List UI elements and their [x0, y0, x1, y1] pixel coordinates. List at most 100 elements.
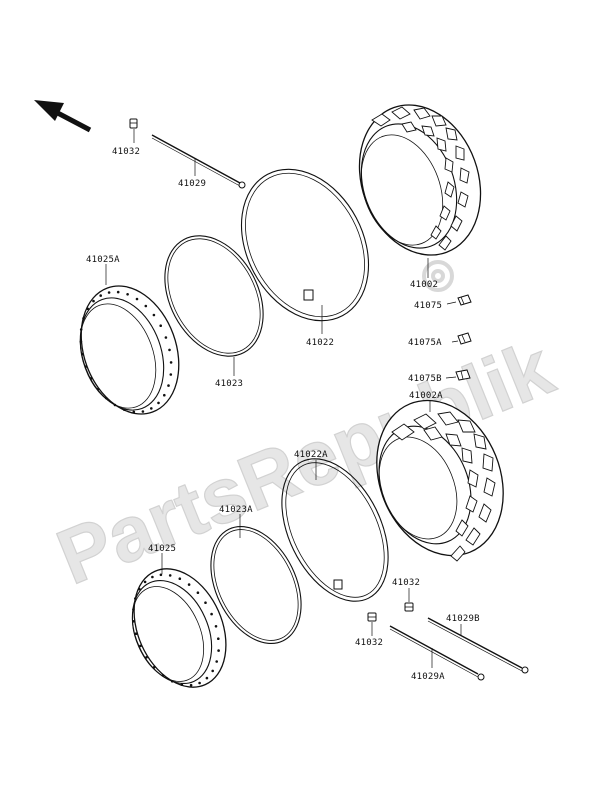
- spoke-hole: [214, 625, 218, 628]
- spoke-hole: [126, 293, 129, 296]
- spoke-hole: [141, 410, 145, 413]
- spoke-hole: [81, 352, 84, 356]
- spoke-hole: [215, 660, 218, 663]
- spoke-hole: [204, 601, 207, 604]
- spoke-hole: [82, 317, 85, 320]
- nut-41032-bottom: [367, 612, 377, 622]
- spoke-hole: [143, 580, 147, 584]
- nut-41032-mid: [404, 602, 414, 612]
- axle-41029A: [389, 625, 485, 681]
- spoke-hole: [217, 649, 220, 652]
- tire-41002: [358, 104, 482, 256]
- nut-41032-top: [129, 118, 138, 129]
- spoke-hole: [217, 637, 220, 640]
- spoke-hole: [107, 291, 111, 294]
- label-41002A: 41002A: [409, 391, 443, 401]
- rim-41025-spoke-holes: [132, 573, 220, 687]
- spoke-hole: [168, 574, 172, 577]
- spoke-hole: [178, 577, 182, 580]
- rim-41025A: [79, 285, 180, 415]
- label-41023: 41023: [215, 379, 243, 389]
- spoke-hole: [132, 608, 135, 611]
- label-41075B: 41075B: [408, 374, 442, 384]
- spoke-hole: [132, 410, 136, 414]
- spoke-hole: [169, 373, 173, 376]
- spoke-hole: [90, 377, 93, 380]
- spoke-hole: [79, 340, 83, 343]
- spoke-hole: [170, 680, 174, 683]
- spoke-hole: [139, 644, 142, 648]
- label-41075A: 41075A: [408, 338, 442, 348]
- spoke-hole: [84, 365, 88, 368]
- spoke-hole: [187, 583, 191, 586]
- spoke-hole: [205, 676, 209, 680]
- spoke-hole: [138, 587, 141, 591]
- label-41025A: 41025A: [86, 255, 120, 265]
- rim-band-41023: [164, 235, 264, 357]
- label-41032-top: 41032: [112, 147, 140, 157]
- spoke-hole: [144, 304, 148, 308]
- spoke-hole: [211, 669, 214, 673]
- label-41029A: 41029A: [411, 672, 445, 682]
- spoke-hole: [134, 597, 137, 600]
- tire-41002-tread: [371, 106, 470, 251]
- spoke-hole: [99, 294, 102, 297]
- spoke-hole: [189, 683, 193, 687]
- valve-cap-41075B: [455, 369, 471, 381]
- spoke-hole: [152, 313, 156, 317]
- spoke-hole: [132, 620, 135, 623]
- tire-41002A-tread: [391, 411, 496, 562]
- spoke-hole: [79, 328, 83, 331]
- spoke-hole: [159, 573, 163, 577]
- front-direction-arrow-icon: [34, 100, 92, 133]
- spoke-hole: [167, 384, 170, 387]
- tube-41022: [240, 168, 370, 322]
- tire-41002A: [376, 399, 504, 562]
- spoke-hole: [210, 612, 213, 616]
- spoke-hole: [164, 336, 168, 339]
- spoke-hole: [151, 575, 154, 579]
- spoke-hole: [159, 324, 162, 328]
- part-labels: 41032 41029 41025A 41023 41022 41002 410…: [86, 147, 480, 682]
- valve-cap-41075: [457, 294, 472, 306]
- spoke-hole: [198, 681, 201, 685]
- label-41029: 41029: [178, 179, 206, 189]
- spoke-hole: [145, 656, 148, 659]
- watermark-gear-icon: [422, 260, 454, 292]
- rim-band-41023A: [210, 526, 302, 644]
- leader-lines: [105, 129, 462, 668]
- label-41029B: 41029B: [446, 614, 480, 624]
- spoke-hole: [104, 396, 108, 400]
- spoke-hole: [134, 632, 138, 635]
- label-41025: 41025: [148, 544, 176, 554]
- axle-41029: [151, 134, 246, 189]
- label-41032-mid: 41032: [392, 578, 420, 588]
- label-41075: 41075: [414, 301, 442, 311]
- label-41002: 41002: [410, 280, 438, 290]
- axle-41029B: [427, 617, 529, 674]
- spoke-hole: [116, 290, 120, 294]
- spoke-hole: [135, 297, 139, 301]
- spoke-hole: [92, 299, 95, 303]
- spoke-hole: [196, 591, 200, 594]
- spoke-hole: [123, 408, 126, 412]
- spoke-hole: [152, 666, 156, 669]
- spoke-hole: [113, 403, 117, 407]
- spoke-hole: [168, 348, 171, 352]
- rim-41025A-spoke-holes: [79, 290, 173, 414]
- spoke-hole: [163, 393, 166, 397]
- valve-cap-41075A: [457, 332, 472, 345]
- spoke-hole: [150, 407, 153, 410]
- tube-41022A: [281, 458, 389, 602]
- spoke-hole: [169, 361, 173, 364]
- spoke-hole: [161, 674, 165, 677]
- label-41023A: 41023A: [219, 505, 253, 515]
- label-41022A: 41022A: [294, 450, 328, 460]
- rim-41025: [131, 568, 227, 688]
- label-41022: 41022: [306, 338, 334, 348]
- spoke-hole: [157, 401, 160, 405]
- spoke-hole: [180, 683, 184, 686]
- spoke-hole: [86, 307, 89, 311]
